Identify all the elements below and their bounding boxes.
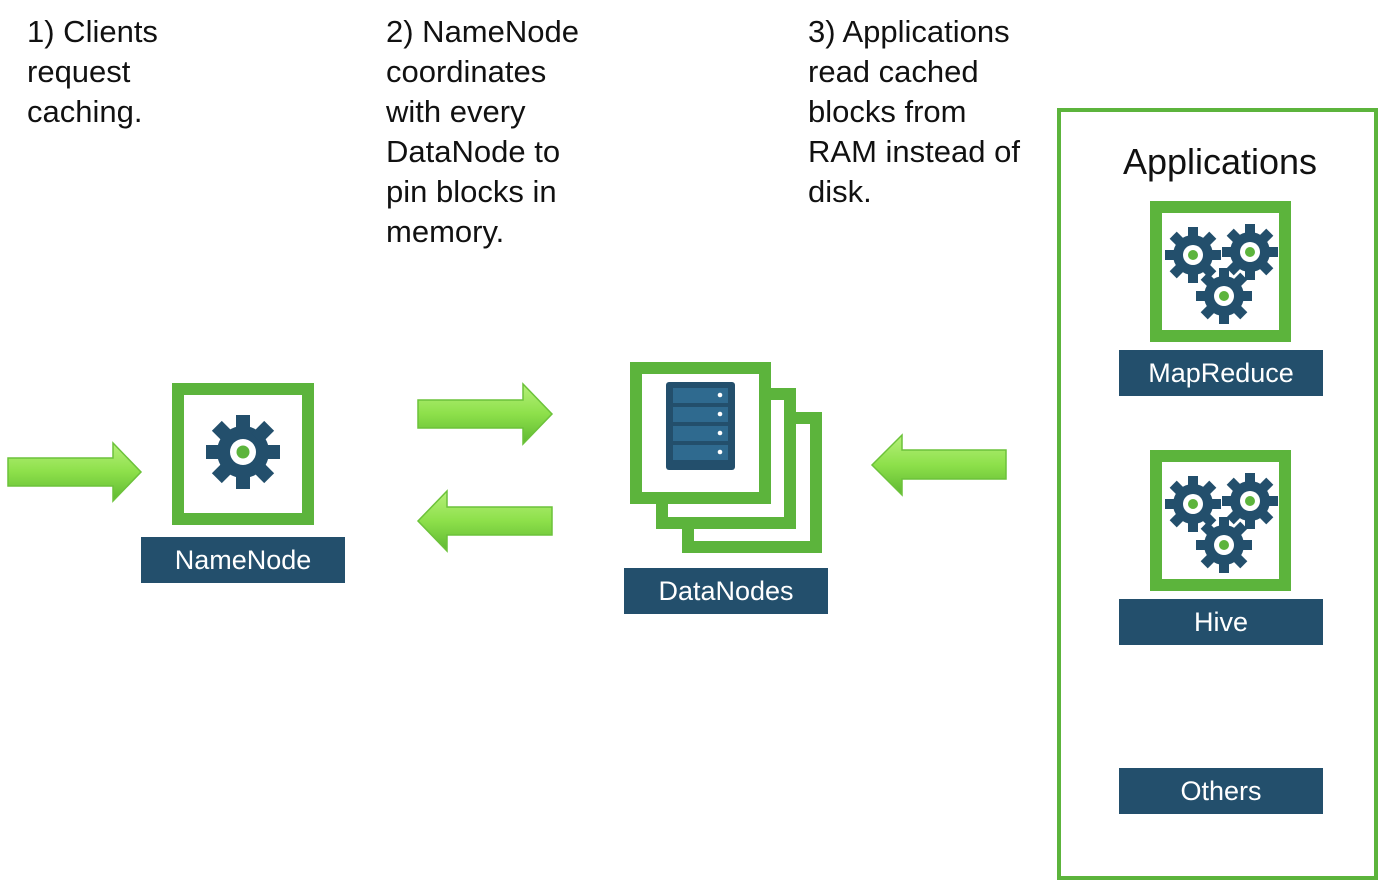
gears-icon (1165, 224, 1278, 324)
datanodes-label: DataNodes (624, 568, 828, 614)
arrow-applications-to-datanodes (870, 433, 1007, 497)
mapreduce-label: MapReduce (1119, 350, 1323, 396)
applications-panel (1057, 108, 1378, 880)
datanodes-box (630, 362, 822, 553)
arrow-namenode-to-datanodes (417, 382, 554, 446)
hive-label: Hive (1119, 599, 1323, 645)
step-2-text: 2) NameNode coordinates with every DataN… (386, 14, 579, 249)
arrow-client-to-namenode (7, 441, 143, 503)
server-icon (666, 382, 735, 470)
step-1-text: 1) Clients request caching. (27, 14, 158, 129)
mapreduce-box (1150, 201, 1291, 342)
namenode-box (172, 383, 314, 525)
namenode-label: NameNode (141, 537, 345, 583)
gear-icon (206, 415, 280, 489)
applications-title: Applications (1122, 141, 1318, 182)
arrow-datanodes-to-namenode (416, 489, 553, 553)
hive-box (1150, 450, 1291, 591)
others-label: Others (1119, 768, 1323, 814)
step-3-text: 3) Applications read cached blocks from … (808, 14, 1020, 209)
gears-icon (1165, 473, 1278, 573)
